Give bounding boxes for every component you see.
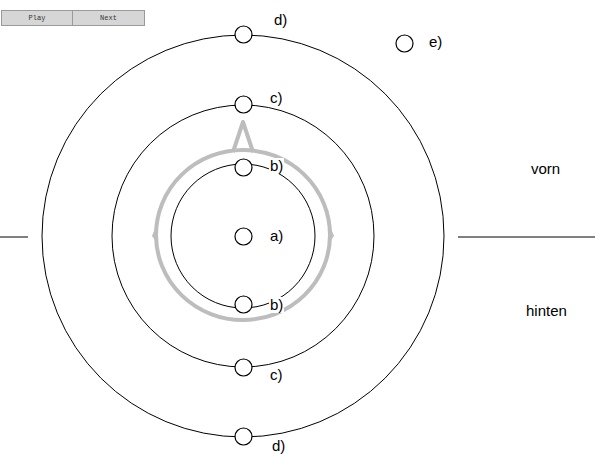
position-circle [395,34,414,53]
head-nose [233,122,253,152]
position-circle [234,95,253,114]
position-circle [234,427,253,446]
electrode-position: b) [234,158,253,177]
axis-line [0,237,28,238]
toolbar-button: Play [1,10,73,26]
position-label: b) [269,158,284,174]
button-text: Next [100,14,117,22]
button-text: Play [29,14,46,22]
electrode-position: d) [234,427,253,446]
position-circle [234,227,253,246]
position-label: c) [269,367,284,383]
direction-label: vorn [531,160,560,177]
electrode-position: b) [234,295,253,314]
position-label: b) [269,297,284,313]
electrode-position: c) [234,358,253,377]
electrode-position: e) [395,34,414,53]
head-ear [328,226,334,244]
axis-line [458,237,595,238]
electrode-position: c) [234,95,253,114]
electrode-position: a) [234,227,253,246]
head-outline [156,150,330,320]
position-circle [234,358,253,377]
position-circle [234,158,253,177]
position-label: c) [269,90,284,106]
position-circle [234,295,253,314]
direction-label: hinten [526,302,567,319]
position-label: a) [269,228,284,244]
electrode-position: d) [234,25,253,44]
outer-ring [42,35,444,437]
middle-ring [112,105,374,367]
head-ear [152,226,158,244]
position-circle [234,25,253,44]
position-label: d) [271,438,286,454]
position-label: d) [273,12,288,28]
inner-ring [171,164,315,308]
position-label: e) [428,34,443,50]
toolbar-button: Next [72,10,145,26]
